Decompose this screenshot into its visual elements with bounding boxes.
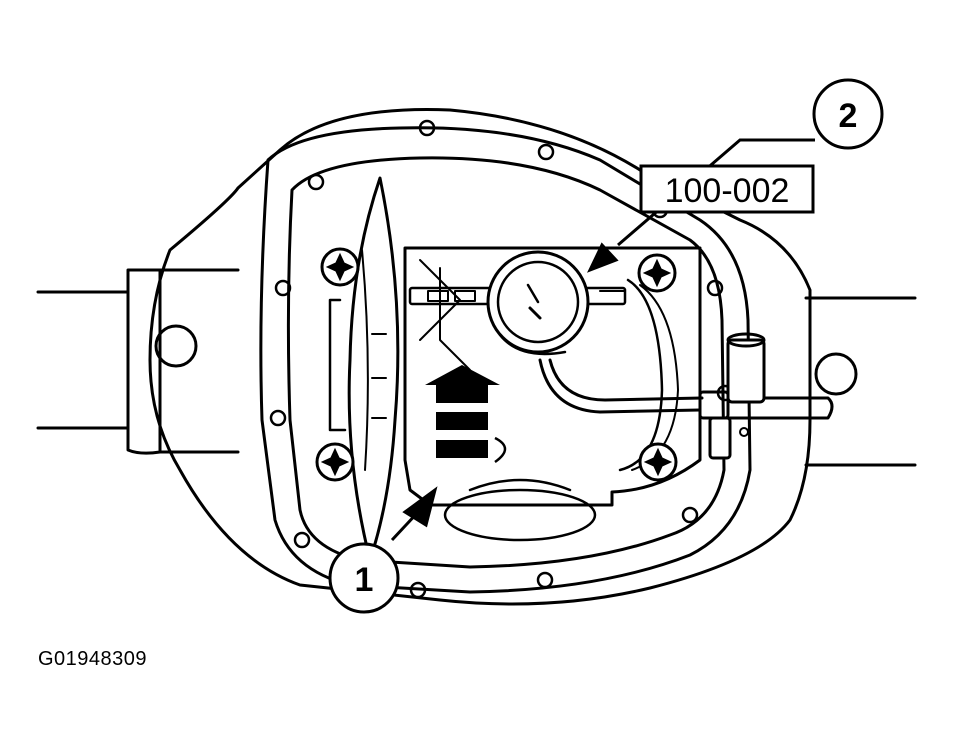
tool-label-box: 100-002	[639, 164, 815, 214]
cover-flange	[259, 126, 752, 594]
axle-tube-left	[36, 268, 240, 455]
callout-2: 2	[812, 78, 884, 150]
gasket-edge	[286, 156, 726, 569]
bolt-bottom-left	[315, 442, 355, 482]
callout-1: 1	[328, 542, 400, 614]
axle-tube-right	[804, 296, 917, 467]
leader-arrow-1	[402, 486, 438, 528]
bolt-bottom-right	[638, 442, 678, 482]
direction-arrow	[425, 365, 500, 458]
svg-text:2: 2	[839, 97, 858, 135]
bolt-top-left	[320, 247, 360, 287]
figure-id-label: G01948309	[38, 648, 148, 670]
carrier-opening	[403, 246, 702, 507]
housing-outline	[148, 108, 812, 606]
corner-bolts	[315, 247, 678, 482]
svg-text:1: 1	[355, 561, 374, 599]
leader-arrow-2	[587, 242, 619, 273]
svg-text:100-002: 100-002	[665, 172, 790, 210]
indicator-arm	[538, 358, 704, 414]
ring-gear	[347, 176, 400, 562]
bolt-top-right	[637, 253, 677, 293]
